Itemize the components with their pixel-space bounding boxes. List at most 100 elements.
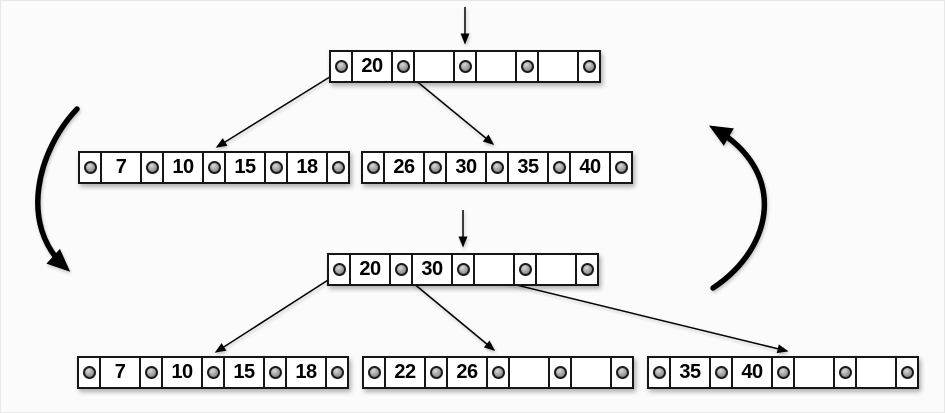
pointer-slot: [609, 151, 633, 184]
pointer-slot: [547, 151, 571, 184]
pointer-dot-icon: [838, 366, 852, 379]
key-cell: 18: [286, 151, 328, 184]
pointer-dot-icon: [582, 60, 596, 73]
key-cell: [413, 50, 455, 83]
key-cell: 26: [383, 151, 425, 184]
pointer-slot: [453, 50, 477, 83]
node-before-root: 20: [329, 50, 601, 83]
key-cell: [570, 356, 612, 389]
pointer-slot: [647, 356, 671, 389]
pointer-dot-icon: [456, 263, 470, 276]
key-cell: 22: [384, 356, 426, 389]
pointer-dot-icon: [776, 366, 790, 379]
pointer-slot: [895, 356, 919, 389]
pointer-dot-icon: [269, 161, 283, 174]
key-cell: 20: [349, 253, 391, 286]
pointer-slot: [78, 151, 102, 184]
pointer-dot-icon: [900, 366, 914, 379]
pointer-slot: [513, 253, 537, 286]
pointer-slot: [263, 356, 287, 389]
transform-arrow-down: [35, 106, 80, 272]
pointer-slot: [548, 356, 572, 389]
node-after-child-middle: 22 26: [362, 356, 634, 389]
key-cell: 40: [731, 356, 773, 389]
pointer-slot: [329, 50, 353, 83]
pointer-dot-icon: [518, 263, 532, 276]
pointer-slot: [486, 356, 510, 389]
pointer-slot: [451, 253, 475, 286]
pointer-dot-icon: [615, 366, 629, 379]
key-cell: [537, 50, 579, 83]
pointer-dot-icon: [144, 366, 158, 379]
pointer-dot-icon: [366, 161, 380, 174]
pointer-slot: [389, 253, 413, 286]
pointer-dot-icon: [83, 161, 97, 174]
pointer-dot-icon: [552, 161, 566, 174]
pointer-slot: [327, 253, 351, 286]
transform-arrow-up: [708, 125, 767, 291]
pointer-dot-icon: [367, 366, 381, 379]
key-cell: 40: [569, 151, 611, 184]
pointer-dot-icon: [458, 60, 472, 73]
pointer-dot-icon: [429, 366, 443, 379]
pointer-dot-icon: [268, 366, 282, 379]
pointer-dot-icon: [331, 161, 345, 174]
key-cell: 35: [507, 151, 549, 184]
node-before-child-right: 26 30 35 40: [361, 151, 633, 184]
pointer-slot: [423, 151, 447, 184]
key-cell: [793, 356, 835, 389]
child-pointer-arrow-before-left: [215, 69, 342, 148]
key-cell: [855, 356, 897, 389]
pointer-slot: [201, 356, 225, 389]
key-cell: 15: [224, 151, 266, 184]
pointer-slot: [577, 50, 601, 83]
key-cell: 10: [161, 356, 203, 389]
pointer-dot-icon: [428, 161, 442, 174]
pointer-dot-icon: [332, 263, 346, 276]
pointer-dot-icon: [714, 366, 728, 379]
node-after-root: 20 30: [327, 253, 599, 286]
key-cell: 7: [100, 151, 142, 184]
pointer-slot: [77, 356, 101, 389]
key-cell: 18: [285, 356, 327, 389]
pointer-slot: [424, 356, 448, 389]
pointer-slot: [326, 151, 350, 184]
key-cell: [508, 356, 550, 389]
node-after-child-right: 35 40: [647, 356, 919, 389]
child-pointer-arrow-after-left: [214, 272, 340, 353]
pointer-dot-icon: [553, 366, 567, 379]
key-cell: [535, 253, 577, 286]
pointer-slot: [515, 50, 539, 83]
key-cell: 26: [446, 356, 488, 389]
pointer-slot: [610, 356, 634, 389]
pointer-dot-icon: [491, 366, 505, 379]
pointer-dot-icon: [394, 263, 408, 276]
pointer-dot-icon: [334, 60, 348, 73]
pointer-slot: [264, 151, 288, 184]
key-cell: 30: [411, 253, 453, 286]
pointer-dot-icon: [580, 263, 594, 276]
key-cell: 7: [99, 356, 141, 389]
pointer-dot-icon: [652, 366, 666, 379]
pointer-dot-icon: [330, 366, 344, 379]
key-cell: [473, 253, 515, 286]
pointer-slot: [575, 253, 599, 286]
pointer-slot: [140, 151, 164, 184]
key-cell: 15: [223, 356, 265, 389]
pointer-dot-icon: [145, 161, 159, 174]
pointer-slot: [391, 50, 415, 83]
pointer-slot: [139, 356, 163, 389]
pointer-dot-icon: [206, 366, 220, 379]
node-before-child-left: 7 10 15 18: [78, 151, 350, 184]
pointer-slot: [485, 151, 509, 184]
key-cell: 20: [351, 50, 393, 83]
key-cell: 10: [162, 151, 204, 184]
pointer-dot-icon: [490, 161, 504, 174]
key-cell: [475, 50, 517, 83]
pointer-slot: [362, 356, 386, 389]
pointer-slot: [709, 356, 733, 389]
pointer-slot: [202, 151, 226, 184]
key-cell: 30: [445, 151, 487, 184]
pointer-dot-icon: [520, 60, 534, 73]
